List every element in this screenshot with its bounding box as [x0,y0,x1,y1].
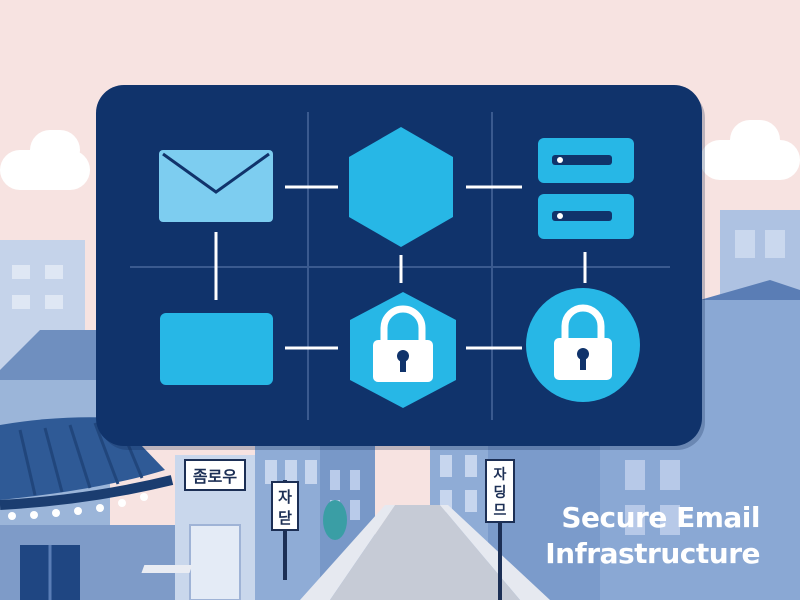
message-box-icon [160,313,273,385]
vertical-sign-middle [271,481,299,531]
caption: Secure Email Infrastructure [500,500,760,572]
caption-line1: Secure Email [561,501,760,534]
caption-line2: Infrastructure [545,537,760,570]
building-windows [265,460,317,484]
hexagon-icon [349,127,453,247]
building-windows [625,460,680,535]
server-stack-icon [538,138,634,239]
tree [323,500,347,540]
road-marking [141,565,193,573]
building-windows [12,265,63,309]
cloud-left [0,130,90,190]
street [330,505,520,600]
circle-lock-icon [526,288,640,402]
roof-tile-lines [18,422,144,496]
connector-lines [214,185,587,350]
hexagon-lock-icon [350,292,456,408]
vertical-sign-right-char2: 딩 [494,484,507,501]
vertical-sign-middle-char1: 자 [278,488,292,506]
roof-eave-dots [8,493,148,520]
cloud-right [700,120,800,180]
vertical-sign-right-char1: 자 [494,467,507,483]
sidewalk-right [440,505,550,600]
shop-sign-left [184,459,246,491]
vertical-sign-right-char3: 므 [494,503,507,519]
building-windows [735,230,785,258]
envelope-icon [159,150,273,222]
roof-eave [0,475,174,510]
shop-window [189,524,241,600]
building-windows [440,455,477,512]
shop-sign-left-text: 좀로우 [193,467,237,486]
vertical-sign-middle-char2: 닫 [278,509,292,527]
vertical-sign-right [485,459,515,523]
sidewalk-left [300,505,395,600]
pole [498,460,502,600]
